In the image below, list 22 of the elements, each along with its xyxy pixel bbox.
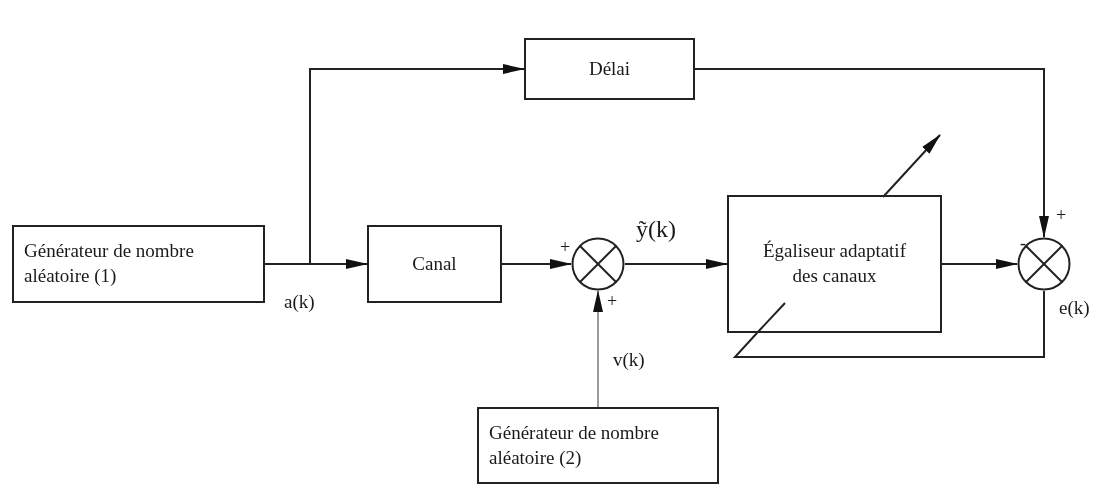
block-label: Canal — [412, 251, 457, 276]
arrow — [501, 259, 572, 269]
signal-label: e(k) — [1057, 298, 1092, 319]
sign-label: + — [1056, 206, 1067, 224]
arrow — [624, 259, 728, 269]
block-box — [524, 38, 695, 100]
block-label: Générateur de nombre aléatoire (1) — [24, 239, 195, 288]
block-label: Délai — [588, 56, 631, 81]
arrow — [593, 290, 603, 408]
arrow — [694, 68, 1049, 238]
arrow — [941, 259, 1018, 269]
block-box — [367, 225, 502, 303]
sign-label: + — [560, 238, 571, 256]
signal-label: a(k) — [282, 292, 317, 313]
sign-label: + — [607, 292, 618, 310]
block-label: Générateur de nombre aléatoire (2) — [489, 420, 660, 470]
block-box — [727, 195, 942, 333]
block-box — [12, 225, 265, 303]
block-label: Égaliseur adaptatif des canaux — [762, 239, 907, 288]
sign-label: - — [1020, 234, 1026, 252]
block-box — [477, 407, 719, 484]
signal-label: v(k) — [611, 350, 647, 371]
